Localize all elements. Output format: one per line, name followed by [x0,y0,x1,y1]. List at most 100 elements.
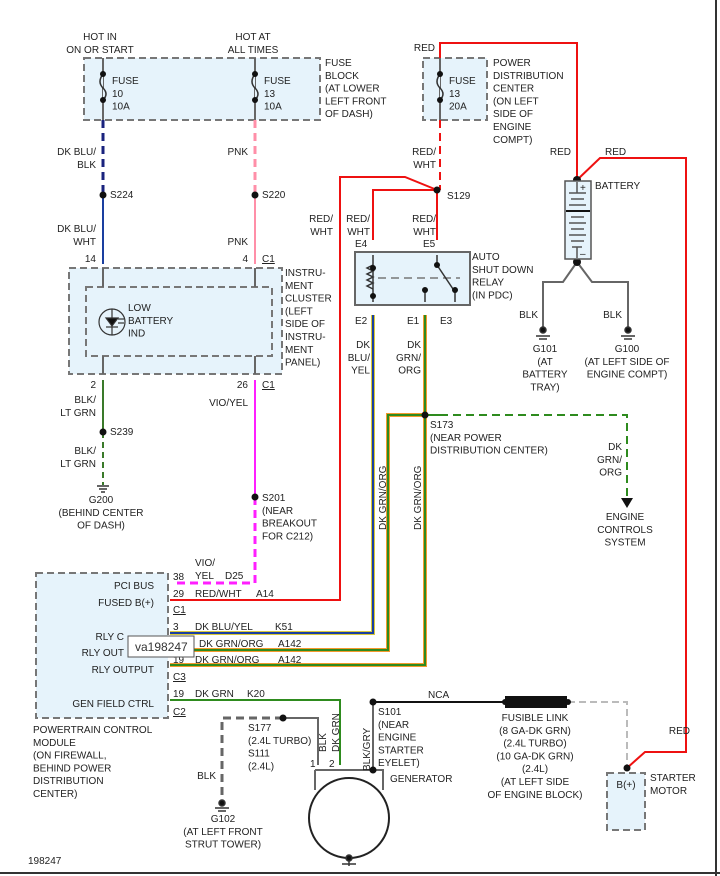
text-line: (IN PDC) [472,290,513,301]
circuit-label: D25 [225,571,244,582]
text-line: (8 GA-DK GRN) [499,726,571,737]
text-line: BLK [77,160,96,171]
wire-label: BLK/LT GRN [60,395,96,419]
text-line: (ON LEFT [493,96,539,107]
text-line: LOW [128,303,151,314]
text-line: FOR C212) [262,531,313,542]
pin-label: 14 [85,254,97,265]
wire-label: RED [550,147,571,158]
text-line: CENTER [493,84,534,95]
circuit-label: A142 [278,655,302,666]
text-line: TRAY) [530,382,559,393]
text-line: ALL TIMES [228,45,279,56]
text-line: ENGINE [378,733,417,744]
text-line: COMPT) [493,135,532,146]
wire-to-engine-controls [440,414,628,498]
wire-blk-g102 [220,716,283,800]
wire-label: DK BLU/YEL [348,340,371,377]
wire-label: DK GRN/ORG [378,465,389,530]
generator-label: GENERATOR [390,774,452,785]
text-line: POWERTRAIN CONTROL [33,725,153,736]
text-line: DK [608,442,622,453]
text-line: RED/ [412,214,436,225]
text-line: GRN/ [597,455,622,466]
wire-label: RED/WHT [412,147,436,171]
text-line: DK [356,340,370,351]
text-line: CLUSTER [285,294,332,305]
diagram-id: 198247 [28,856,62,867]
text-line: 10A [112,102,130,113]
text-line: EYELET) [378,758,420,769]
text-line: 13 [449,89,461,100]
text-line: CONTROLS [597,525,653,536]
power-distribution-center [422,57,488,121]
text-line: S177 [248,723,272,734]
circuit-label: K20 [247,689,265,700]
wire-label: DK GRN/ORG [199,639,264,650]
text-line: ENGINE COMPT) [587,370,668,381]
text-line: S173 [430,420,454,431]
text-line: G102 [211,814,236,825]
text-line: LT GRN [60,408,96,419]
text-line: S101 [378,707,402,718]
wire-label: VIO/YEL [195,558,215,582]
wire-label: BLK/LT GRN [60,446,96,470]
circuit-label: K51 [275,622,293,633]
relay-pin: E4 [355,239,368,250]
pcm-pin-name: PCI BUS [114,581,154,592]
text-line: DK BLU/ [57,147,96,158]
text-line: MENT [285,281,313,292]
text-line: FUSIBLE LINK [502,713,569,724]
text-line: PANEL) [285,358,320,369]
text-line: AUTO [472,252,500,263]
text-line: MOTOR [650,786,687,797]
text-line: WHT [347,227,370,238]
text-line: SIDE OF [493,109,533,120]
text-line: INSTRU- [285,268,326,279]
pcm-pin-name: GEN FIELD CTRL [72,699,154,710]
wire-label: DK GRN [331,713,342,752]
text-line: MENT [285,345,313,356]
text-line: RED/ [412,147,436,158]
text-line: (2.4L TURBO) [248,736,311,747]
wire-label: VIO/YEL [209,398,248,409]
wire-label: NCA [428,690,449,701]
text-line: (AT [537,357,552,368]
text-line: OF DASH) [325,109,373,120]
text-line: STARTER [650,773,696,784]
connector-label: C3 [173,672,186,683]
text-line: (2.4L TURBO) [503,739,566,750]
text-line: BLU/ [348,353,370,364]
pin-label: 1 [310,759,316,770]
text-line: 10 [112,89,124,100]
text-line: (10 GA-DK GRN) [496,751,573,762]
text-line: (LEFT [285,306,313,317]
wire-label: RED/WHT [309,214,333,238]
text-line: ENGINE [606,512,645,523]
text-line: ENGINE [493,122,532,133]
starter-terminal: B(+) [616,780,635,791]
text-line: FUSE [325,58,352,69]
text-line: FUSE [449,76,476,87]
text-line: CENTER) [33,789,77,800]
relay-pin: E5 [423,239,436,250]
tooltip: va198247 [127,635,195,658]
text-line: YEL [351,366,370,377]
text-line: STRUT TOWER) [185,840,261,851]
text-line: OF ENGINE BLOCK) [487,790,582,801]
wire-label: RED [414,43,435,54]
text-line: FUSE [264,76,291,87]
text-line: WHT [310,227,333,238]
circuit-label: A14 [256,589,274,600]
text-line: SHUT DOWN [472,265,533,276]
fuse-block [83,57,321,121]
